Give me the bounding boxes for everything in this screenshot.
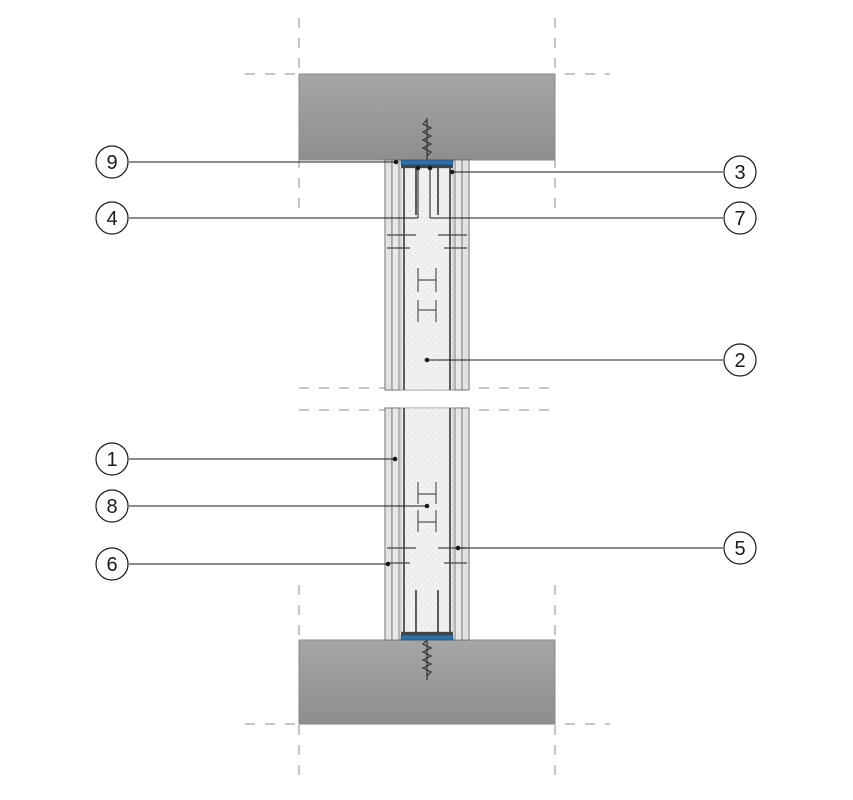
callout-label-7: 7 — [734, 208, 745, 230]
insulation-upper — [400, 167, 454, 391]
callout-4: 4 — [95, 201, 129, 235]
top-sealant-strip — [400, 159, 454, 166]
top-track — [401, 165, 453, 168]
callout-label-9: 9 — [106, 152, 117, 174]
callout-label-2: 2 — [734, 350, 745, 372]
screws-upper — [387, 234, 467, 249]
callout-1: 1 — [95, 442, 129, 476]
leader-lines — [129, 159, 723, 567]
wall-lower — [384, 407, 470, 641]
callout-7: 7 — [723, 201, 757, 235]
board-layer-right-outer — [461, 159, 470, 391]
bottom-anchor — [421, 639, 433, 680]
board-layer-right-inner — [454, 159, 463, 391]
callout-8: 8 — [95, 489, 129, 523]
callout-label-6: 6 — [106, 554, 117, 576]
callout-label-4: 4 — [106, 208, 117, 230]
insulation-lower — [400, 407, 454, 633]
callout-5: 5 — [723, 531, 757, 565]
board-layer-left-inner — [391, 159, 400, 391]
bottom-sealant-strip — [400, 634, 454, 641]
callout-6: 6 — [95, 547, 129, 581]
callout-2: 2 — [723, 343, 757, 377]
callout-label-3: 3 — [734, 162, 745, 184]
callout-label-1: 1 — [106, 449, 117, 471]
wall-upper — [384, 159, 470, 391]
callout-label-8: 8 — [106, 496, 117, 518]
callout-label-5: 5 — [734, 538, 745, 560]
h-connector-lower — [417, 482, 437, 532]
callout-9: 9 — [95, 145, 129, 179]
board-layer-left-outer — [384, 159, 393, 391]
bottom-track — [401, 632, 453, 635]
h-connector — [417, 268, 437, 322]
callout-3: 3 — [723, 155, 757, 189]
top-anchor — [421, 118, 433, 160]
